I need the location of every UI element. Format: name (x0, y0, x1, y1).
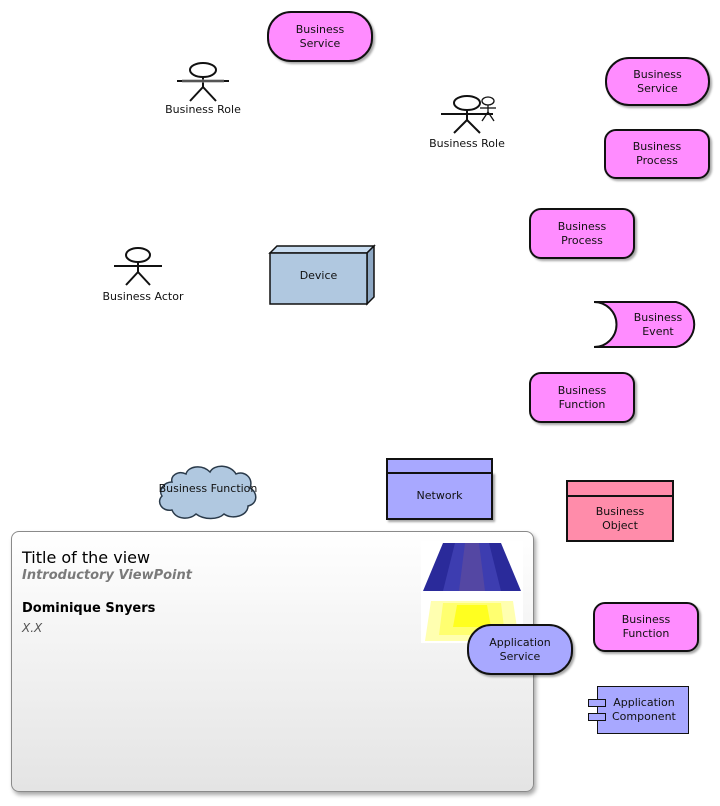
event-shape (593, 301, 696, 348)
node-label: Business Role (165, 103, 241, 116)
node-label: Business Process (632, 140, 682, 167)
node-label: Network (416, 489, 463, 502)
business-service-node[interactable]: Business Service (605, 57, 710, 106)
node-label: Business Function (621, 613, 671, 640)
node-label: Business Actor (102, 290, 184, 303)
data-object-node[interactable]: Network (386, 458, 493, 520)
business-process-node[interactable]: Business Process (604, 129, 710, 179)
business-object-node[interactable]: Business Object (566, 480, 674, 542)
business-role-node[interactable]: Business Role (424, 94, 510, 152)
author-name: Dominique Snyers (22, 601, 156, 616)
business-actor-node[interactable]: Business Actor (98, 246, 188, 304)
node-label: Business Role (429, 137, 505, 150)
stick-figure-icon (177, 62, 229, 102)
application-component-node[interactable]: Application Component (588, 686, 690, 734)
stick-figure-icon (441, 95, 496, 134)
node-label: Application Component (612, 696, 676, 723)
view-info-panel: Title of the view Introductory ViewPoint… (11, 531, 534, 792)
object-body: Business Object (566, 495, 674, 542)
node-label: Business Object (595, 504, 645, 532)
device-box-shape (268, 244, 376, 306)
component-body: Application Component (597, 686, 689, 734)
application-service-node[interactable]: Application Service (467, 624, 573, 675)
node-label: Business Function (158, 482, 258, 495)
node-label: Business Process (557, 219, 607, 247)
component-port-icon (588, 713, 606, 721)
object-body: Network (386, 472, 493, 520)
viewpoint-name: Introductory ViewPoint (22, 568, 192, 583)
node-label: Business Event (633, 311, 683, 338)
business-function-node[interactable]: Business Function Business Function (593, 602, 699, 652)
node-label: Business Function (557, 383, 607, 411)
business-process-node[interactable]: Business Process (529, 208, 635, 259)
version-label: X.X (22, 621, 43, 635)
view-title: Title of the view (22, 548, 151, 567)
device-node[interactable]: Device (268, 244, 376, 306)
stick-figure-icon (114, 247, 162, 286)
node-label: Device (299, 269, 338, 282)
cloud-shape (158, 465, 257, 520)
business-role-node[interactable]: Business Role (160, 60, 246, 120)
node-label: Business Service (633, 67, 682, 95)
business-service-node[interactable]: Business Service (267, 11, 373, 62)
node-label: Application Service (489, 635, 551, 663)
network-node[interactable]: Business Function (156, 460, 260, 522)
business-event-node[interactable]: Business Event (592, 300, 704, 350)
component-port-icon (588, 699, 606, 707)
node-label: Business Service (295, 22, 345, 50)
business-function-node[interactable]: Business Function (529, 372, 635, 423)
